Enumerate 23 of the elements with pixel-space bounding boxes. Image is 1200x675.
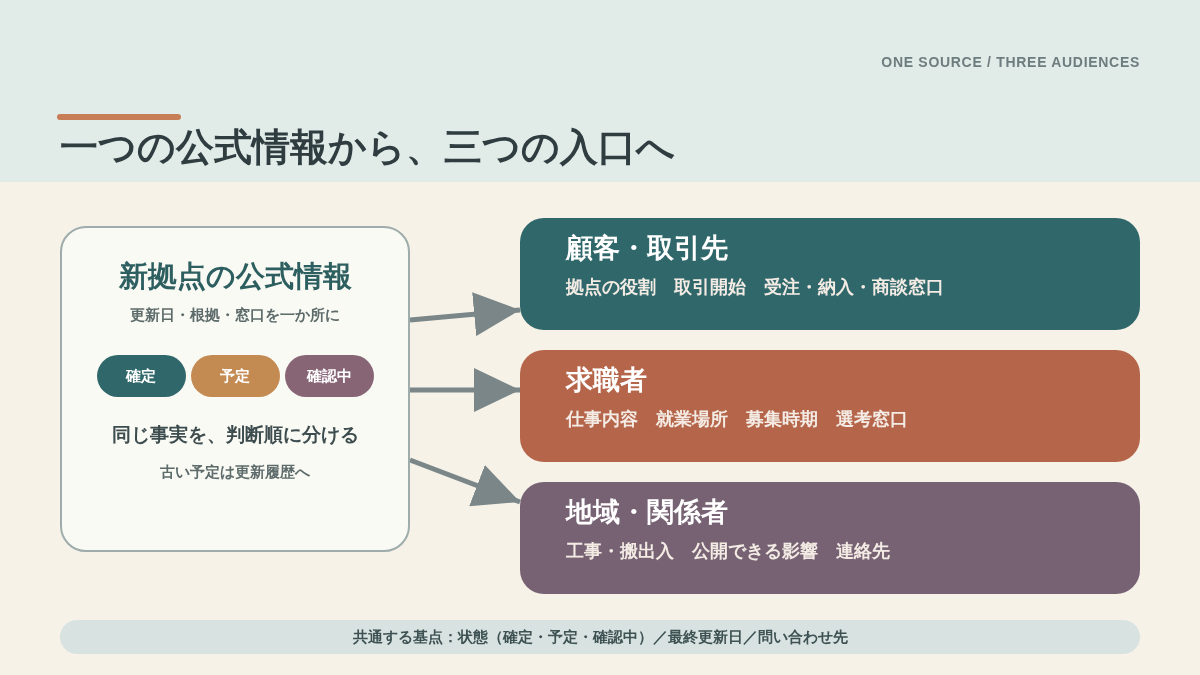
arrow <box>410 368 520 412</box>
card-heading: 求職者 <box>566 364 648 397</box>
card-heading: 地域・関係者 <box>566 496 729 529</box>
source-card <box>60 226 410 552</box>
card-text: 同じ事実を、判断順に分ける <box>111 422 359 447</box>
card-title: 新拠点の公式情報 <box>118 259 352 294</box>
audience-card <box>520 482 1140 594</box>
status-badge: 予定 <box>190 354 280 397</box>
status-badge: 確定 <box>96 354 186 397</box>
page-title: 一つの公式情報から、三つの入口へ <box>60 125 675 170</box>
topic-list: 拠点の役割 取引開始 受注・納入・商談窓口 <box>566 273 1140 301</box>
card-subtitle: 更新日・根拠・窓口を一か所に <box>130 305 340 326</box>
card-heading: 顧客・取引先 <box>566 232 729 265</box>
tagline: ONE SOURCE / THREE AUDIENCES <box>881 53 1140 72</box>
audience-card <box>520 218 1140 330</box>
card-note: 古い予定は更新履歴へ <box>160 462 310 483</box>
topic-list: 仕事内容 就業場所 募集時期 選考窓口 <box>566 405 1140 433</box>
arrow <box>409 457 521 507</box>
status-badge: 確認中 <box>284 354 374 397</box>
arrow <box>409 292 521 337</box>
audience-card <box>520 350 1140 462</box>
topic-list: 工事・搬出入 公開できる影響 連絡先 <box>566 537 1140 565</box>
footer-band: 共通する基点：状態（確定・予定・確認中）／最終更新日／問い合わせ先 <box>60 620 1140 654</box>
